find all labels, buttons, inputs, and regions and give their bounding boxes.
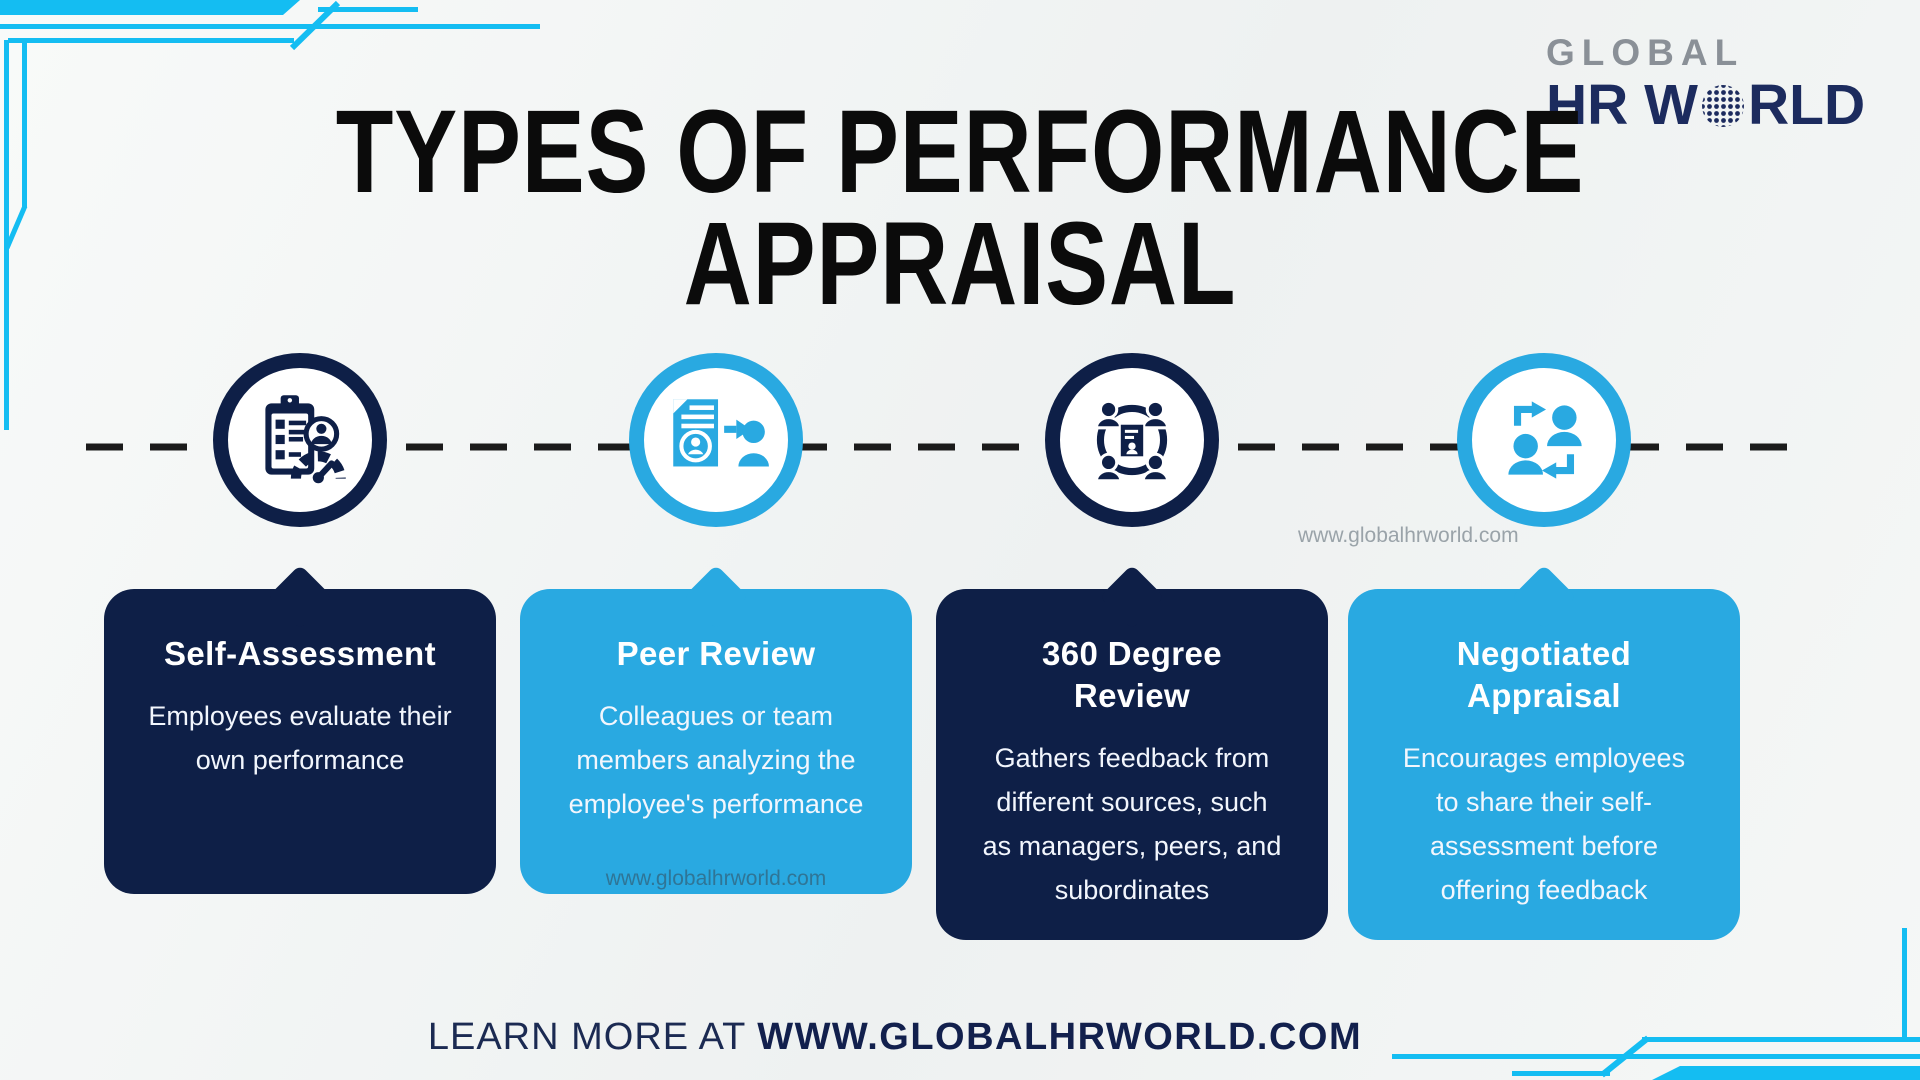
logo-hr-right: RLD xyxy=(1747,73,1866,137)
watermark-text: www.globalhrworld.com xyxy=(1298,524,1519,547)
logo-hr-left: HR W xyxy=(1546,73,1698,137)
appraisal-item-360-degree-review: 360 Degree Review Gathers feedback from … xyxy=(936,353,1328,941)
negotiated-appraisal-card-pointer xyxy=(1511,564,1577,630)
appraisal-item-negotiated-appraisal: Negotiated Appraisal Encourages employee… xyxy=(1348,353,1740,941)
footer-learn-more: LEARN MORE AT WWW.GLOBALHRWORLD.COM xyxy=(0,1016,1790,1059)
negotiated-appraisal-icon-circle xyxy=(1457,353,1631,527)
card-description: Encourages employees to share their self… xyxy=(1402,743,1686,905)
logo-bottom-text: HR W RLD xyxy=(1546,77,1876,134)
person-top-left xyxy=(1094,399,1123,430)
card-title: 360 Degree Review xyxy=(1041,635,1223,715)
card-title: Self-Assessment xyxy=(164,635,436,672)
appraisal-item-peer-review: Peer Review Colleagues or team members a… xyxy=(520,353,912,894)
360-review-card-pointer xyxy=(1099,564,1165,630)
person-bottom-left xyxy=(1094,452,1123,483)
footer-website-link[interactable]: WWW.GLOBALHRWORLD.COM xyxy=(757,1016,1363,1058)
page-title: TYPES OF PERFORMANCE APPRAISAL xyxy=(192,93,1728,323)
person-bottom-right xyxy=(1141,452,1170,483)
card-description: Employees evaluate their own performance xyxy=(148,701,452,775)
person-upper-right xyxy=(1547,405,1582,447)
360-review-icon-circle xyxy=(1045,353,1219,527)
arrow-top-left xyxy=(1513,401,1547,426)
card-description: Gathers feedback from different sources,… xyxy=(982,743,1282,905)
document-arrow-person-icon xyxy=(673,399,769,467)
arrow-bottom-right xyxy=(1541,454,1575,479)
people-around-document-icon xyxy=(1094,399,1170,483)
people-exchange-arrows-icon xyxy=(1508,401,1582,479)
peer-review-card-pointer xyxy=(683,564,749,630)
dotted-globe-icon xyxy=(1701,84,1744,127)
card-description: Colleagues or team members analyzing the… xyxy=(568,701,864,819)
person-lower-left xyxy=(1508,433,1543,475)
360-review-card: 360 Degree Review Gathers feedback from … xyxy=(936,564,1328,941)
page-title-line2: APPRAISAL xyxy=(683,198,1237,330)
page-title-line1: TYPES OF PERFORMANCE xyxy=(335,86,1585,218)
negotiated-appraisal-card: Negotiated Appraisal Encourages employee… xyxy=(1348,564,1740,941)
footer-prefix: LEARN MORE AT xyxy=(427,1016,758,1058)
brand-logo: GLOBAL HR W RLD xyxy=(1546,34,1876,134)
card-title: Peer Review xyxy=(616,635,816,672)
card-title: Negotiated Appraisal xyxy=(1456,635,1632,715)
self-assessment-card: Self-Assessment Employees evaluate their… xyxy=(104,564,496,894)
appraisal-item-self-assessment: Self-Assessment Employees evaluate their… xyxy=(104,353,496,894)
logo-top-text: GLOBAL xyxy=(1546,32,1745,73)
self-assessment-icon-circle xyxy=(213,353,387,527)
peer-review-card: Peer Review Colleagues or team members a… xyxy=(520,564,912,894)
watermark-text: www.globalhrworld.com xyxy=(605,867,827,890)
peer-review-icon-circle xyxy=(629,353,803,527)
self-assessment-card-pointer xyxy=(267,564,333,630)
clipboard-checklist-gauge-icon xyxy=(265,395,346,484)
